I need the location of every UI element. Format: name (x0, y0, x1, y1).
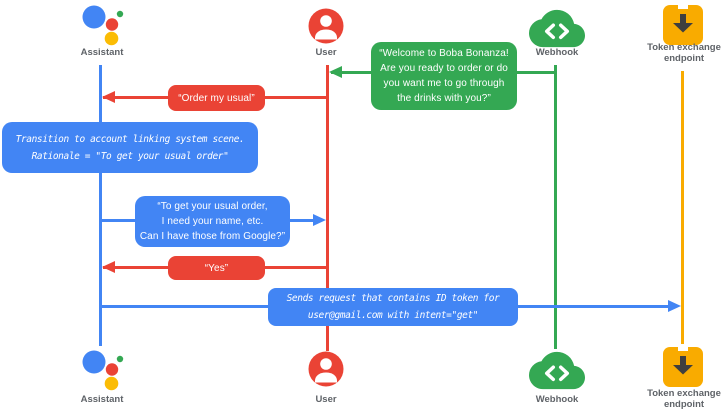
message-line: “To get your usual order, (157, 201, 268, 212)
token-endpoint-label-line1: Token exchange (647, 42, 721, 53)
ask-details-message: “To get your usual order, I need your na… (135, 196, 290, 247)
cloud-code-icon (529, 351, 585, 390)
message-line: you want me to go through (383, 78, 505, 89)
assistant-label: Assistant (80, 47, 124, 58)
user-label: User (315, 47, 337, 58)
token-endpoint-label-line2: endpoint (663, 53, 705, 64)
token-endpoint-label: Token exchange endpoint (624, 388, 725, 410)
webhook-label: Webhook (535, 394, 579, 405)
assistant-lifeline (99, 65, 102, 346)
token-endpoint-label-line2: endpoint (663, 399, 705, 410)
token-endpoint-label: Token exchange endpoint (624, 42, 725, 64)
token-endpoint-icon (663, 344, 703, 387)
message-line: Transition to account linking system sce… (15, 133, 245, 145)
message-line: Can I have those from Google?” (139, 231, 286, 242)
message-line: Are you ready to order or do (380, 63, 508, 74)
webhook-label: Webhook (535, 47, 579, 58)
google-assistant-icon (82, 350, 124, 391)
user-icon (308, 8, 344, 44)
yes-arrowhead (102, 261, 115, 273)
send-request-arrowhead (668, 300, 681, 312)
message-line: “Yes” (204, 262, 229, 274)
yes-message: “Yes” (168, 256, 265, 280)
token-endpoint-lifeline (681, 71, 684, 344)
ask-details-arrowhead (313, 214, 326, 226)
user-label: User (315, 394, 337, 405)
google-assistant-icon (82, 5, 124, 46)
message-line: “Welcome to Boba Bonanza! (379, 48, 509, 59)
message-line: Sends request that contains ID token for (286, 293, 500, 304)
assistant-label: Assistant (80, 394, 124, 405)
user-icon (308, 351, 344, 387)
order-usual-arrowhead (102, 91, 115, 103)
cloud-code-icon (529, 9, 585, 48)
welcome-message: “Welcome to Boba Bonanza! Are you ready … (371, 42, 517, 110)
token-endpoint-icon (663, 2, 703, 45)
message-line: “Order my usual” (178, 92, 255, 104)
order-usual-message: “Order my usual” (168, 85, 265, 111)
message-line: I need your name, etc. (161, 216, 264, 227)
token-endpoint-label-line1: Token exchange (647, 388, 721, 399)
webhook-lifeline (554, 65, 557, 349)
message-line: Rationale = "To get your usual order" (31, 150, 229, 162)
welcome-arrowhead (329, 66, 342, 78)
transition-note: Transition to account linking system sce… (2, 122, 258, 173)
message-line: the drinks with you?” (397, 93, 491, 104)
user-lifeline (326, 65, 329, 351)
send-request-message: Sends request that contains ID token for… (268, 288, 518, 326)
message-line: user@gmail.com with intent="get" (307, 310, 479, 321)
